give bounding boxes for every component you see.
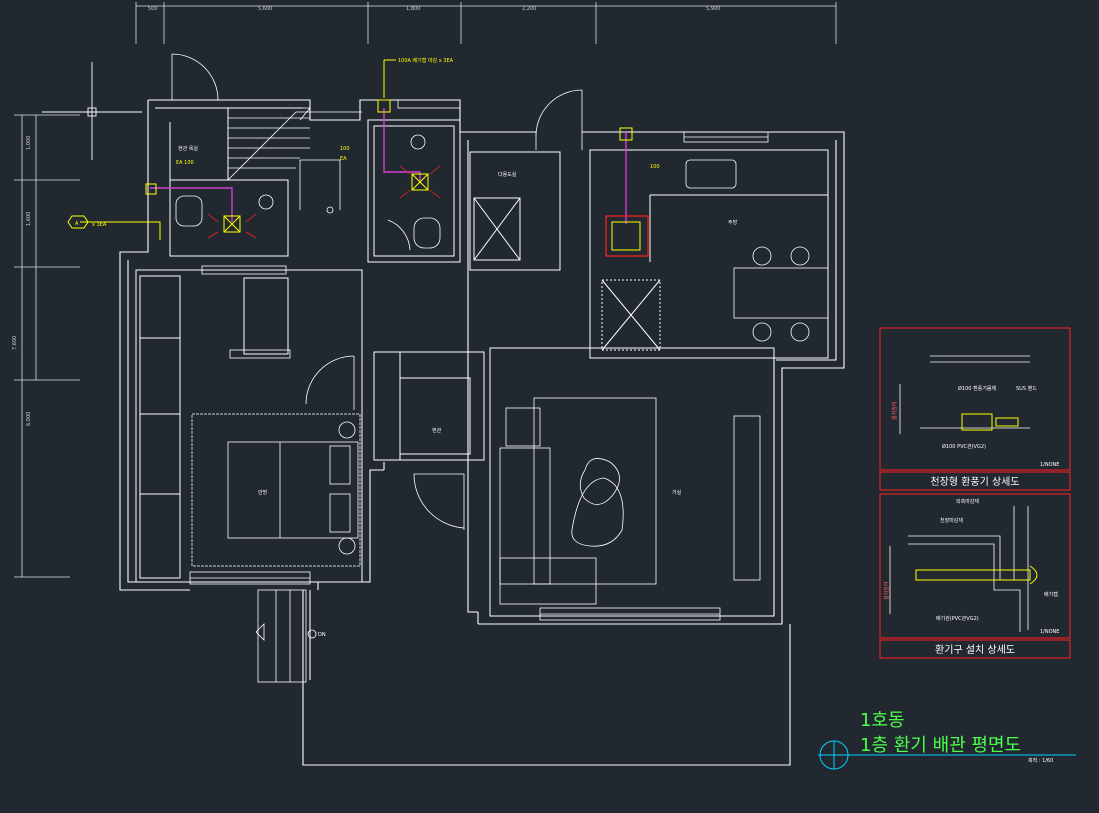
room-bath-small: 현관 욕실: [178, 145, 198, 152]
fan-tag: A: [75, 221, 79, 227]
detail-2-pipe-label: 배기관(PVC관VG2): [936, 615, 979, 622]
vent-ducts: [150, 108, 627, 224]
interior-stair: [227, 111, 362, 214]
exterior-walls: [119, 99, 845, 766]
detail-2-frame: [879, 493, 1071, 659]
top-dimensions: [135, 2, 837, 44]
ea-100-right: 100: [650, 164, 660, 170]
exterior-stair: [255, 589, 317, 683]
dim-top-2: 5,600: [258, 6, 272, 12]
detail-1-fan: [961, 413, 1019, 431]
vent-cap-note: 100A 배기캡 마감 x 3EA: [398, 57, 454, 64]
crosshair-cursor: [42, 62, 142, 160]
room-utility: 다용도실: [498, 171, 517, 178]
exhaust-arrows: [207, 165, 441, 239]
ea-100-left: EA 100: [176, 160, 194, 166]
detail-1-frame: [879, 327, 1071, 491]
dim-left-4: 6,000: [26, 412, 32, 426]
detail-2-cap-label: 배기캡: [1044, 591, 1058, 598]
detail-2-title: 환기구 설치 상세도: [935, 644, 1015, 656]
vent-equipment: [67, 59, 641, 251]
detail-1-sus-label: SUS 밴드: [1016, 385, 1037, 392]
detail-1-drawing: [899, 355, 1030, 434]
room-closet: 현관: [432, 427, 442, 434]
fan-qty: x 3EA: [92, 222, 107, 228]
detail-2-drawing: [889, 506, 1029, 632]
ea-100-center: 100: [340, 146, 350, 152]
windows: [189, 99, 769, 621]
title-drawing: 1층 환기 배관 평면도: [860, 735, 1021, 756]
title-scale: 축척 : 1/60: [1028, 757, 1053, 764]
room-living: 거실: [672, 489, 682, 496]
detail-2-finish-label: 천장마감재: [940, 517, 963, 524]
detail-2-scale: 1/NONE: [1040, 629, 1059, 635]
ea-center-sub: EA: [340, 156, 347, 162]
title-building: 1호동: [860, 710, 905, 731]
detail-1-ceiling-label: 설치높이: [891, 402, 898, 420]
left-dimensions: [14, 114, 80, 578]
dim-top-5: 5,900: [706, 6, 720, 12]
title-block-graphics: [818, 740, 1076, 770]
cooktop-hood-marker: [605, 215, 649, 257]
stair-dn-label: DN: [318, 632, 326, 638]
dim-left-1: 1,000: [26, 136, 32, 150]
room-kitchen: 주방: [728, 219, 738, 226]
fixtures: [175, 134, 829, 605]
dim-left-2: 1,600: [26, 212, 32, 226]
detail-2-pipe: [915, 565, 1038, 585]
detail-1-scale: 1/NONE: [1040, 462, 1059, 468]
detail-1-fan-label: Ø100 환풍기몸체: [958, 385, 996, 392]
room-bedroom: 안방: [258, 489, 268, 496]
detail-1-title: 천장형 환풍기 상세도: [930, 476, 1019, 488]
dim-top-4: 2,200: [522, 6, 536, 12]
dim-top-3: 1,800: [406, 6, 420, 12]
dim-left-3: 7,600: [12, 336, 18, 350]
detail-1-pipe-label: Ø100 PVC관(VG2): [942, 443, 986, 450]
dim-top-1: 500: [148, 6, 158, 12]
interior-walls: [135, 108, 829, 617]
detail-2-height-label: 설치높이: [883, 582, 890, 600]
detail-2-wall-label: 외측마감재: [956, 498, 979, 505]
doors: [171, 53, 583, 530]
